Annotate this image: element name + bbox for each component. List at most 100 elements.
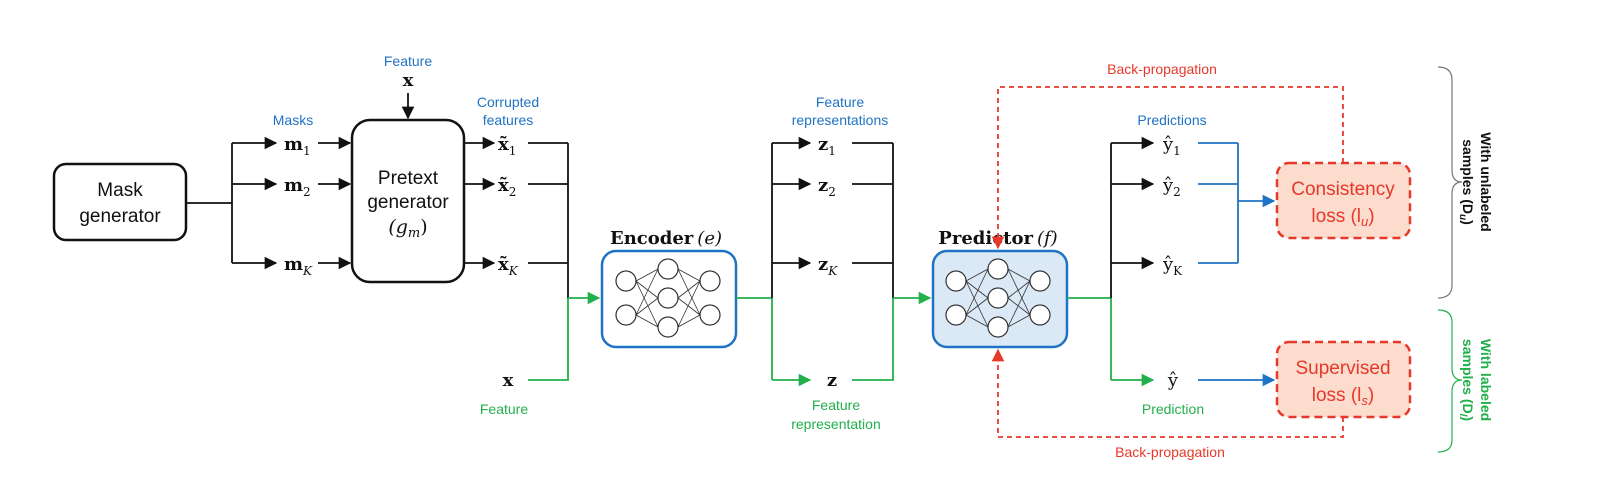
network-node (987, 287, 1009, 309)
network-edge (1007, 280, 1031, 299)
consistency-loss-label-2: loss (lu) (1311, 206, 1374, 229)
network-edge (635, 280, 659, 299)
network-node (615, 304, 637, 326)
network-edge (635, 297, 659, 316)
mask-connectors (186, 136, 278, 270)
pretext-label-2: generator (367, 192, 449, 213)
network-edge (677, 280, 701, 299)
corrupted-2: x̃2 (498, 175, 516, 199)
network-node (615, 270, 637, 292)
network-node (987, 316, 1009, 338)
network-node (987, 258, 1009, 280)
feature-bottom-symbol: x (503, 370, 514, 391)
encoder-network-icon (615, 258, 721, 338)
prediction-bottom-label: Prediction (1142, 401, 1204, 417)
network-node (657, 287, 679, 309)
network-edge (677, 268, 701, 316)
mask-generator-label-1: Mask (97, 180, 143, 201)
prediction-2: ŷ2 (1162, 175, 1181, 199)
predictions-to-consistency-lines (1198, 142, 1276, 264)
representations-to-predictor-lines (852, 142, 932, 381)
network-node (657, 258, 679, 280)
network-node (1029, 304, 1051, 326)
network-node (945, 304, 967, 326)
brace-unlabeled-label-2: samples (Du) (1457, 139, 1476, 224)
corrupted-1: x̃1 (498, 134, 516, 158)
backprop-top-label: Back-propagation (1107, 61, 1217, 77)
representations-label-2: representations (792, 112, 889, 128)
consistency-loss-box: Consistency loss (lu) (1275, 161, 1412, 240)
backprop-bottom-path (991, 348, 1344, 438)
corrupted-label-2: features (483, 112, 534, 128)
network-edge (677, 314, 701, 328)
network-edge (965, 280, 989, 299)
supervised-loss-label-1: Supervised (1295, 358, 1390, 379)
network-edge (635, 280, 659, 328)
network-edge (1007, 280, 1031, 328)
network-edge (965, 297, 989, 316)
corrupted-k: x̃K (498, 254, 519, 278)
encoder-box (600, 249, 738, 349)
representation-bottom-label-2: representation (791, 416, 881, 432)
pretext-label-1: Pretext (378, 168, 439, 189)
mask-generator-box: Mask generator (52, 162, 188, 242)
backprop-top-path (991, 86, 1344, 250)
network-edge (965, 268, 989, 316)
representations-label-1: Feature (816, 94, 864, 110)
brace-labeled-label-1: With labeled (1478, 339, 1494, 421)
network-edge (1007, 314, 1031, 328)
network-node (657, 316, 679, 338)
network-node (1029, 270, 1051, 292)
mask-2: m2 (284, 175, 311, 199)
brace-unlabeled (1437, 66, 1463, 299)
prediction-1: ŷ1 (1162, 134, 1181, 158)
pretext-generator-box: Pretext generator (gm) (350, 118, 466, 284)
network-edge (965, 314, 989, 328)
network-edge (677, 280, 701, 328)
consistency-loss-label-1: Consistency (1291, 179, 1395, 200)
representation-1: z1 (818, 134, 836, 158)
masks-label: Masks (273, 112, 313, 128)
network-edge (635, 268, 659, 282)
representation-bottom-label-1: Feature (812, 397, 860, 413)
feature-top-label: Feature (384, 53, 432, 69)
network-edge (965, 280, 989, 328)
prediction-k: ŷK (1162, 254, 1183, 278)
network-edge (635, 268, 659, 316)
predictor-box (931, 249, 1069, 349)
predictor-to-predictions-lines (1067, 136, 1155, 387)
prediction-bottom-symbol: ŷ (1167, 370, 1179, 391)
network-edge (1007, 297, 1031, 316)
mask-1: m1 (284, 134, 311, 158)
mask-to-pretext-arrows (318, 136, 352, 270)
feature-bottom-label: Feature (480, 401, 528, 417)
network-edge (965, 268, 989, 282)
backprop-bottom-label: Back-propagation (1115, 444, 1225, 460)
feature-top-symbol: x (403, 70, 414, 91)
network-edge (1007, 268, 1031, 316)
network-edge (677, 297, 701, 316)
mask-k: mK (284, 254, 313, 278)
feature-bottom-to-encoder-line (528, 291, 601, 381)
network-node (699, 304, 721, 326)
predictor-network-icon (945, 258, 1051, 338)
brace-unlabeled-label-1: With unlabeled (1478, 132, 1494, 231)
predictions-label: Predictions (1137, 112, 1206, 128)
supervised-loss-box: Supervised loss (ls) (1275, 340, 1412, 419)
mask-generator-label-2: generator (79, 206, 161, 227)
network-edge (635, 314, 659, 328)
brace-unlabeled-label: With unlabeled samples (Du) (1457, 132, 1494, 231)
network-node (699, 270, 721, 292)
network-edge (1007, 268, 1031, 282)
network-edge (677, 268, 701, 282)
encoder-title: Encoder(e) (610, 228, 722, 249)
pretext-to-corrupted-arrows (464, 136, 496, 270)
brace-labeled (1437, 309, 1463, 453)
pretext-label-3: (gm) (388, 216, 427, 241)
representation-k: zK (818, 254, 838, 278)
brace-labeled-label: With labeled samples (Dl) (1457, 339, 1494, 421)
predictor-title: Predictor(f) (938, 228, 1057, 249)
supervised-loss-label-2: loss (ls) (1312, 385, 1374, 408)
corrupted-to-encoder-lines (528, 142, 569, 298)
